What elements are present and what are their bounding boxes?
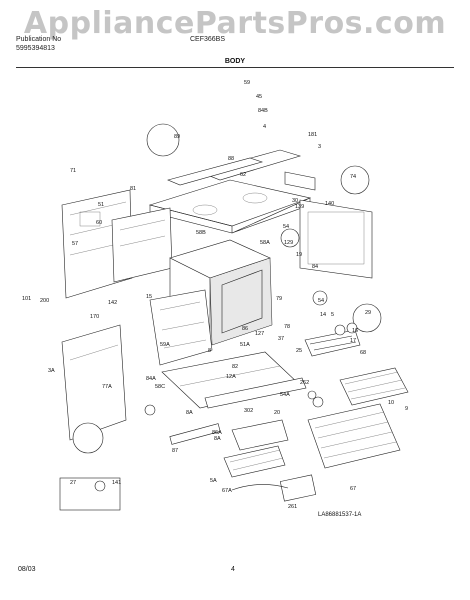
part-label: 62 [240, 172, 246, 178]
part-label: 16 [352, 328, 358, 334]
part-label: 57 [72, 241, 78, 247]
part-label: 3 [318, 144, 321, 150]
part-label: 17 [350, 338, 356, 344]
right-side-panel [284, 171, 373, 279]
part-label: 3A [48, 368, 55, 374]
part-label: 84A [146, 376, 156, 382]
part-label: 59A [160, 342, 170, 348]
part-label: 261 [288, 504, 297, 510]
part-label: 82 [232, 364, 238, 370]
part-label: 37 [278, 336, 284, 342]
part-label: 58B [196, 230, 206, 236]
footer-page-number: 4 [231, 566, 235, 573]
part-label: 79 [276, 296, 282, 302]
part-label: 8A [186, 410, 193, 416]
part-label: 139 [295, 204, 304, 210]
part-label: 30 [292, 198, 298, 204]
part-label: 15 [146, 294, 152, 300]
publication-label: Publication No [16, 36, 62, 43]
part-label: 142 [108, 300, 117, 306]
part-label: 81 [130, 186, 136, 192]
part-label: 29 [365, 310, 371, 316]
oven-cavity [149, 239, 273, 366]
part-label: 25 [296, 348, 302, 354]
part-label: 19 [296, 252, 302, 258]
part-label: 88 [228, 156, 234, 162]
part-label: 54 [318, 298, 324, 304]
part-label: 8A [214, 436, 221, 442]
part-label: 262 [300, 380, 309, 386]
watermark-logo: AppliancePartsPros.com [23, 6, 447, 41]
part-label: 58C [155, 384, 165, 390]
part-label: 51A [240, 342, 250, 348]
part-label: 78 [284, 324, 290, 330]
detail-callouts [59, 123, 382, 511]
model-number: CEF366BS [190, 36, 226, 43]
left-side-panel [61, 324, 127, 441]
bake-element-and-racks [223, 329, 409, 502]
footer-date: 08/03 [18, 566, 36, 573]
part-label: 127 [255, 331, 264, 337]
part-label: 27 [70, 480, 76, 486]
part-label: 9 [405, 406, 408, 412]
part-label: 45 [256, 94, 262, 100]
section-title: BODY [224, 58, 246, 65]
figure-code: LA86881537-1A [318, 512, 362, 518]
part-label: 59 [244, 80, 250, 86]
part-label: 141 [112, 480, 121, 486]
part-label: 12A [226, 374, 236, 380]
rear-panel [61, 189, 173, 299]
lower-drawer [161, 351, 307, 445]
part-label: 86A [212, 430, 222, 436]
part-label: 87 [172, 448, 178, 454]
part-label: 140 [325, 201, 334, 207]
part-label: 4 [263, 124, 266, 130]
part-label: 67 [350, 486, 356, 492]
part-label: 302 [244, 408, 253, 414]
part-label: 54 [283, 224, 289, 230]
part-label: 200 [40, 298, 49, 304]
part-label: 8 [208, 348, 211, 354]
part-label: 5 [331, 312, 334, 318]
part-label: 170 [90, 314, 99, 320]
part-label: 84B [258, 108, 268, 114]
header-divider [16, 67, 454, 68]
part-label: 181 [308, 132, 317, 138]
part-label: 51 [98, 202, 104, 208]
part-label: 20 [274, 410, 280, 416]
part-label: 60 [96, 220, 102, 226]
part-label: 68 [360, 350, 366, 356]
part-label: 77A [102, 384, 112, 390]
part-label: 89 [174, 134, 180, 140]
part-label: 71 [70, 168, 76, 174]
part-label: 14 [320, 312, 326, 318]
part-label: 84 [312, 264, 318, 270]
part-label: 58A [260, 240, 270, 246]
part-label: 129 [284, 240, 293, 246]
part-label: 5A [210, 478, 217, 484]
part-label: 101 [22, 296, 31, 302]
cooktop-panel [148, 149, 312, 234]
part-label: 74 [350, 174, 356, 180]
part-label: 10 [388, 400, 394, 406]
part-label: 54A [280, 392, 290, 398]
part-label: 67A [222, 488, 232, 494]
publication-number: 5995394813 [16, 45, 55, 52]
part-label: 86 [242, 326, 248, 332]
